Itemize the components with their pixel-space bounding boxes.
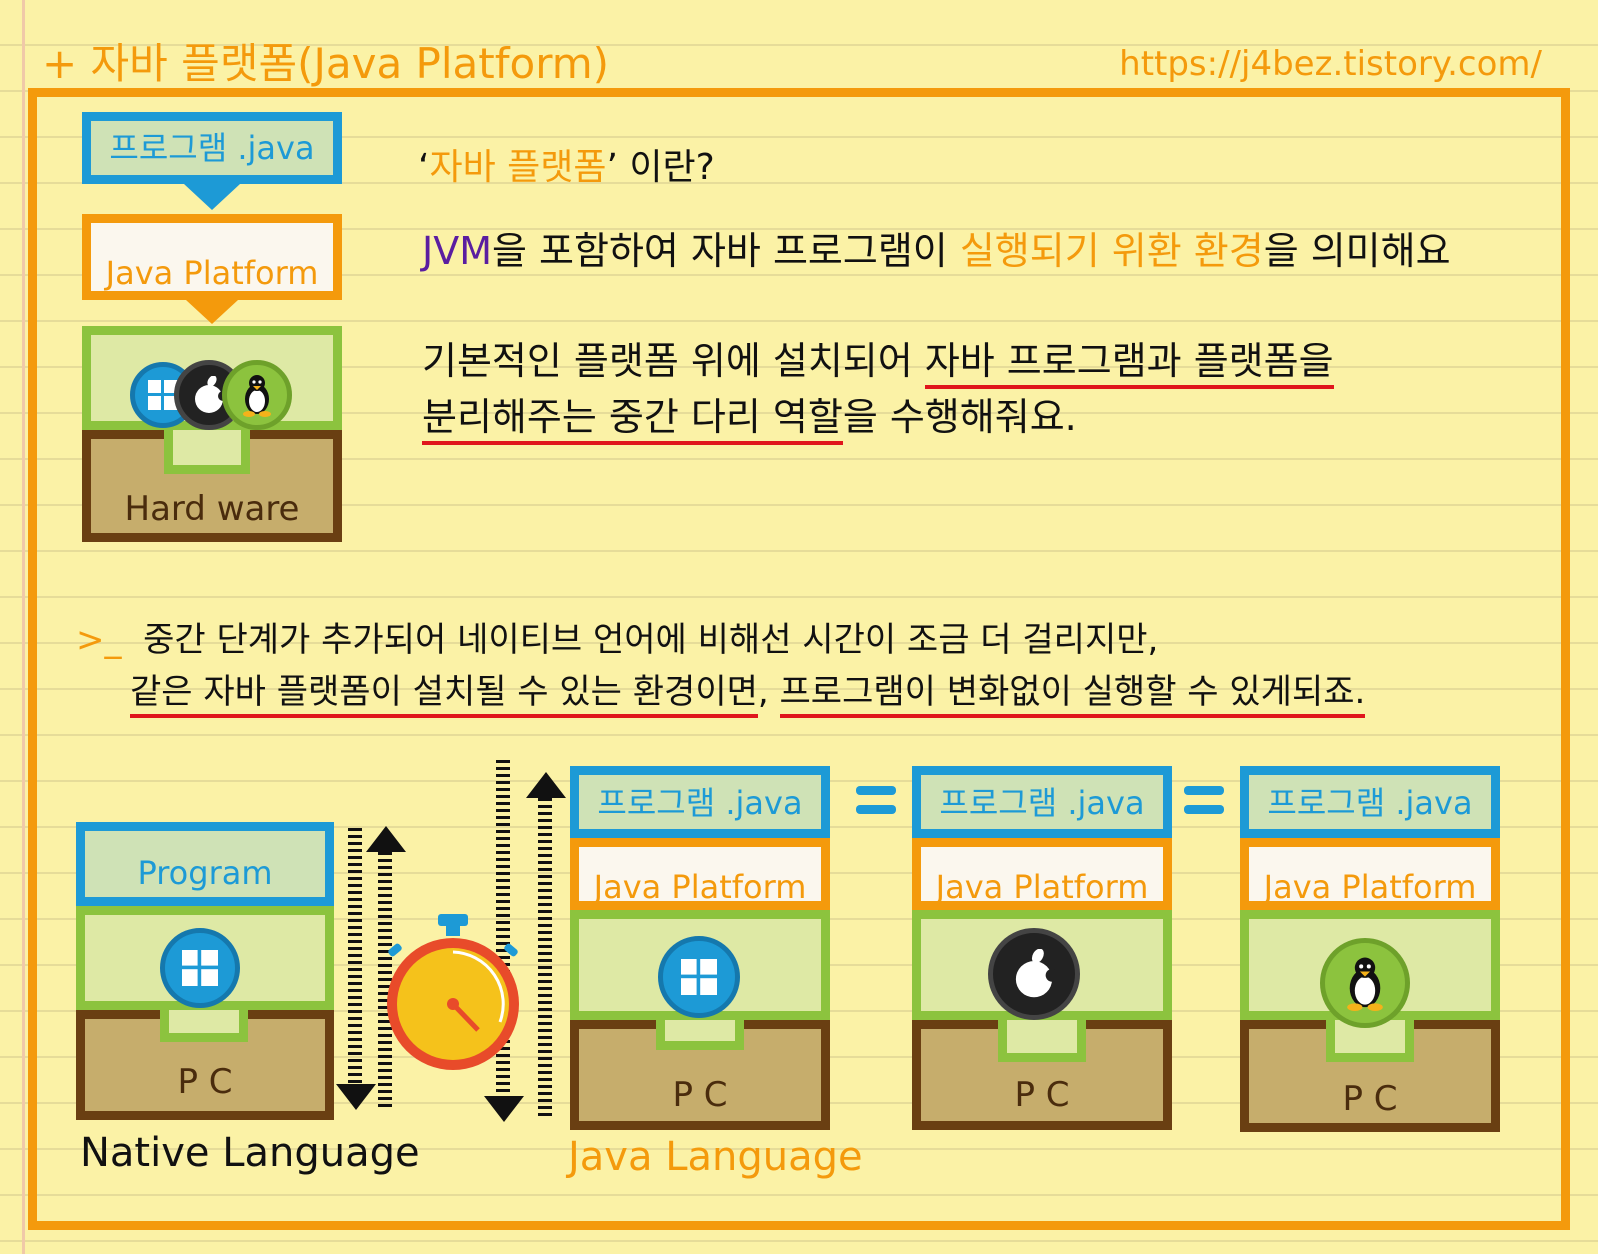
java3-platform-label: Java Platform (1263, 868, 1477, 906)
native-program-block: Program (76, 822, 334, 906)
hardware-label: Hard ware (124, 489, 300, 529)
role-line-2: 분리해주는 중간 다리 역할을 수행해줘요. (422, 386, 1077, 445)
java-language-label: Java Language (568, 1134, 863, 1180)
arrow-up-icon (366, 826, 406, 852)
java2-platform-label: Java Platform (935, 868, 1149, 906)
apple-icon (988, 928, 1080, 1020)
platform-label: Java Platform (105, 254, 319, 292)
role-line-1-underlined: 자바 프로그램과 플랫폼을 (924, 339, 1334, 389)
windows-icon (658, 936, 740, 1018)
role-line-2-underlined: 분리해주는 중간 다리 역할 (422, 395, 843, 445)
question-heading: ‘자바 플랫폼’ 이란? (418, 138, 715, 190)
native-language-label: Native Language (80, 1130, 420, 1176)
program-block: 프로그램 .java (82, 112, 342, 184)
role-line-2-b: 을 수행해줘요. (842, 395, 1077, 439)
note-line-2-underlined-a: 같은 자바 플랫폼이 설치될 수 있는 환경이면 (130, 672, 758, 718)
note-line-1: >_ 중간 단계가 추가되어 네이티브 언어에 비해선 시간이 조금 더 걸리지… (76, 612, 1158, 661)
platform-block: Java Platform (82, 214, 342, 300)
native-time-scale-2 (378, 852, 392, 1110)
platform-connector (186, 300, 238, 324)
java1-platform-label: Java Platform (593, 868, 807, 906)
java2-platform-block: Java Platform (912, 838, 1172, 910)
equals-sign-1 (856, 786, 896, 814)
arrow-up-icon-2 (526, 772, 566, 798)
program-label: 프로그램 .java (109, 129, 315, 167)
role-line-1-a: 기본적인 플랫폼 위에 설치되어 (422, 339, 925, 383)
note-line-2-underlined-b: 프로그램이 변화없이 실행할 수 있게되죠. (779, 672, 1366, 718)
native-windows-icon (160, 928, 240, 1008)
blog-url[interactable]: https://j4bez.tistory.com/ (1119, 44, 1542, 84)
definition-line: JVM을 포함하여 자바 프로그램이 실행되기 위환 환경을 의미해요 (422, 220, 1451, 275)
program-connector (184, 184, 240, 210)
definition-highlight: 실행되기 위환 환경 (959, 229, 1264, 273)
java1-os-tab (656, 1020, 744, 1050)
note-line-2: 같은 자바 플랫폼이 설치될 수 있는 환경이면, 프로그램이 변화없이 실행할… (130, 664, 1366, 718)
java3-platform-block: Java Platform (1240, 838, 1500, 910)
java1-platform-block: Java Platform (570, 838, 830, 910)
java2-pc-label: P C (1014, 1075, 1070, 1115)
question-highlight: 자바 플랫폼 (429, 147, 607, 188)
prompt-glyph: >_ (76, 620, 122, 660)
java2-program-label: 프로그램 .java (939, 784, 1145, 822)
content-frame (28, 88, 1570, 1230)
native-os-tab (160, 1010, 248, 1042)
jvm-text: JVM (422, 229, 492, 273)
notebook-margin-line (22, 0, 25, 1254)
linux-icon (1320, 938, 1410, 1028)
java3-program-label: 프로그램 .java (1267, 784, 1473, 822)
native-time-scale (348, 828, 362, 1090)
os-connector-tab-front (164, 430, 250, 474)
java-time-scale-2 (538, 798, 552, 1118)
java3-program-block: 프로그램 .java (1240, 766, 1500, 838)
arrow-down-icon-2 (484, 1096, 524, 1122)
stopwatch-icon (387, 914, 519, 1070)
java2-os-tab (998, 1020, 1086, 1062)
java1-program-block: 프로그램 .java (570, 766, 830, 838)
page-title: + 자바 플랫폼(Java Platform) (42, 39, 610, 88)
role-line-1: 기본적인 플랫폼 위에 설치되어 자바 프로그램과 플랫폼을 (422, 330, 1334, 389)
arrow-down-icon (336, 1084, 376, 1110)
native-pc-label: P C (177, 1062, 233, 1102)
definition-part2: 을 의미해요 (1263, 229, 1451, 273)
open-quote: ‘ (418, 147, 430, 188)
note-comma: , (757, 672, 769, 712)
java1-pc-label: P C (672, 1075, 728, 1115)
java3-pc-label: P C (1342, 1079, 1398, 1119)
linux-icon (222, 360, 292, 430)
question-suffix: ’ 이란? (606, 147, 715, 188)
note-line-1-text: 중간 단계가 추가되어 네이티브 언어에 비해선 시간이 조금 더 걸리지만, (143, 620, 1159, 660)
definition-part1: 을 포함하여 자바 프로그램이 (492, 229, 960, 273)
java2-program-block: 프로그램 .java (912, 766, 1172, 838)
native-program-label: Program (137, 854, 273, 892)
java1-program-label: 프로그램 .java (597, 784, 803, 822)
equals-sign-2 (1184, 786, 1224, 814)
